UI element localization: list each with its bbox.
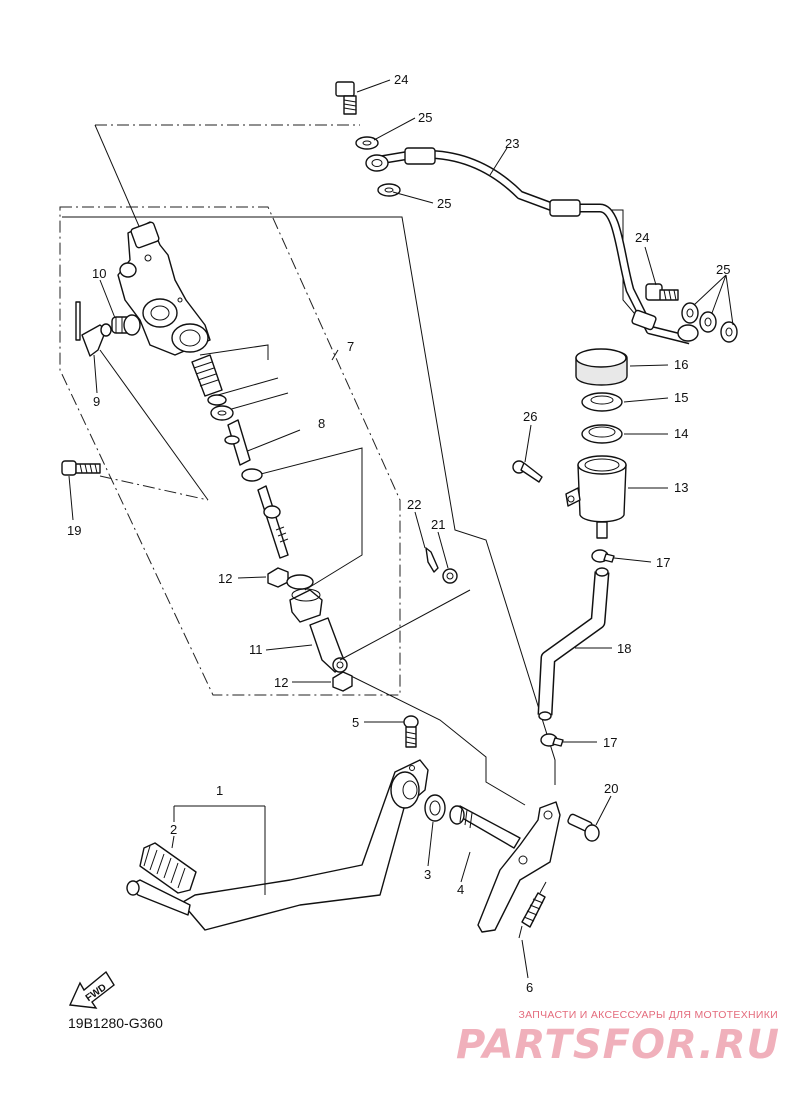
reservoir-hose: [537, 567, 610, 721]
callout-3: 3: [424, 867, 431, 882]
banjo-bolt-right: [645, 283, 679, 301]
inlet-fitting: [111, 314, 141, 336]
clevis: [309, 617, 348, 673]
callout-17-upper: 17: [656, 555, 670, 570]
callout-12-upper: 12: [218, 571, 232, 586]
fwd-arrow-icon: FWD: [68, 970, 115, 1009]
leader-lines: [68, 79, 734, 979]
pedal-washer: [424, 794, 446, 822]
callout-18: 18: [617, 641, 631, 656]
master-cylinder-body: [117, 221, 211, 356]
hose-clip-upper: [591, 549, 615, 563]
pedal-bolt: [403, 715, 419, 748]
master-cylinder-assembly-boundary: [59, 206, 401, 696]
washer-right-a: [681, 302, 699, 324]
washer-right-b: [699, 311, 717, 333]
mounting-bolt-guide-line: [99, 475, 209, 501]
lock-nut-lower: [332, 671, 353, 692]
callout-4: 4: [457, 882, 464, 897]
watermark-logo: PARTSFOR.RU: [455, 1022, 780, 1068]
brake-hose: [365, 147, 699, 345]
brake-pedal: [126, 759, 429, 931]
callout-23: 23: [505, 136, 519, 151]
hose-clip-lower: [540, 733, 564, 747]
cotter-pin: [425, 547, 439, 573]
callout-25-top: 25: [418, 110, 432, 125]
copper-washer-top: [355, 136, 379, 150]
return-spring: [518, 881, 547, 939]
reservoir-screw: [512, 460, 543, 483]
piston-kit: [191, 344, 363, 591]
dust-boot: [289, 589, 323, 623]
reservoir-tank: [565, 455, 627, 539]
plain-washer: [442, 568, 458, 584]
callout-8: 8: [318, 416, 325, 431]
brake-rod-guide-line: [62, 216, 556, 785]
callout-9: 9: [93, 394, 100, 409]
pin-bolt: [75, 301, 112, 357]
callout-2: 2: [170, 822, 177, 837]
callout-7: 7: [347, 339, 354, 354]
callout-26: 26: [523, 409, 537, 424]
callout-17-lower: 17: [603, 735, 617, 750]
callout-6: 6: [526, 980, 533, 995]
callout-25-mid: 25: [437, 196, 451, 211]
callout-20: 20: [604, 781, 618, 796]
diagram-code: 19B1280-G360: [68, 1015, 163, 1031]
callout-5: 5: [352, 715, 359, 730]
callout-16: 16: [674, 357, 688, 372]
callout-25-right: 25: [716, 262, 730, 277]
callout-24-right: 24: [635, 230, 649, 245]
circlip: [286, 574, 314, 590]
lock-nut-upper: [267, 567, 289, 588]
pedal-rubber: [139, 842, 197, 894]
callout-1: 1: [216, 783, 223, 798]
callout-21: 21: [431, 517, 445, 532]
callout-13: 13: [674, 480, 688, 495]
copper-washer-lower: [377, 183, 401, 197]
callout-22: 22: [407, 497, 421, 512]
watermark-tagline: ЗАПЧАСТИ И АКСЕССУАРЫ ДЛЯ МОТОТЕХНИКИ: [518, 1009, 778, 1021]
pedal-shaft-arm: [449, 801, 561, 933]
hose-bolt-leader-line: [94, 124, 146, 241]
washer-right-c: [720, 321, 738, 343]
clevis-pin: [567, 813, 600, 842]
callout-labels: 1 2 3 4 5 6 7 8 9 10 11 12 12 13 14 15 1…: [67, 72, 730, 995]
banjo-bolt-top: [335, 81, 357, 115]
callout-12-lower: 12: [274, 675, 288, 690]
diaphragm: [581, 424, 623, 444]
callout-15: 15: [674, 390, 688, 405]
mounting-bolt: [61, 460, 101, 476]
callout-19: 19: [67, 523, 81, 538]
callout-10: 10: [92, 266, 106, 281]
callout-11: 11: [249, 642, 263, 657]
callout-24-top: 24: [394, 72, 408, 87]
callout-14: 14: [674, 426, 688, 441]
cap-holder: [581, 392, 623, 412]
